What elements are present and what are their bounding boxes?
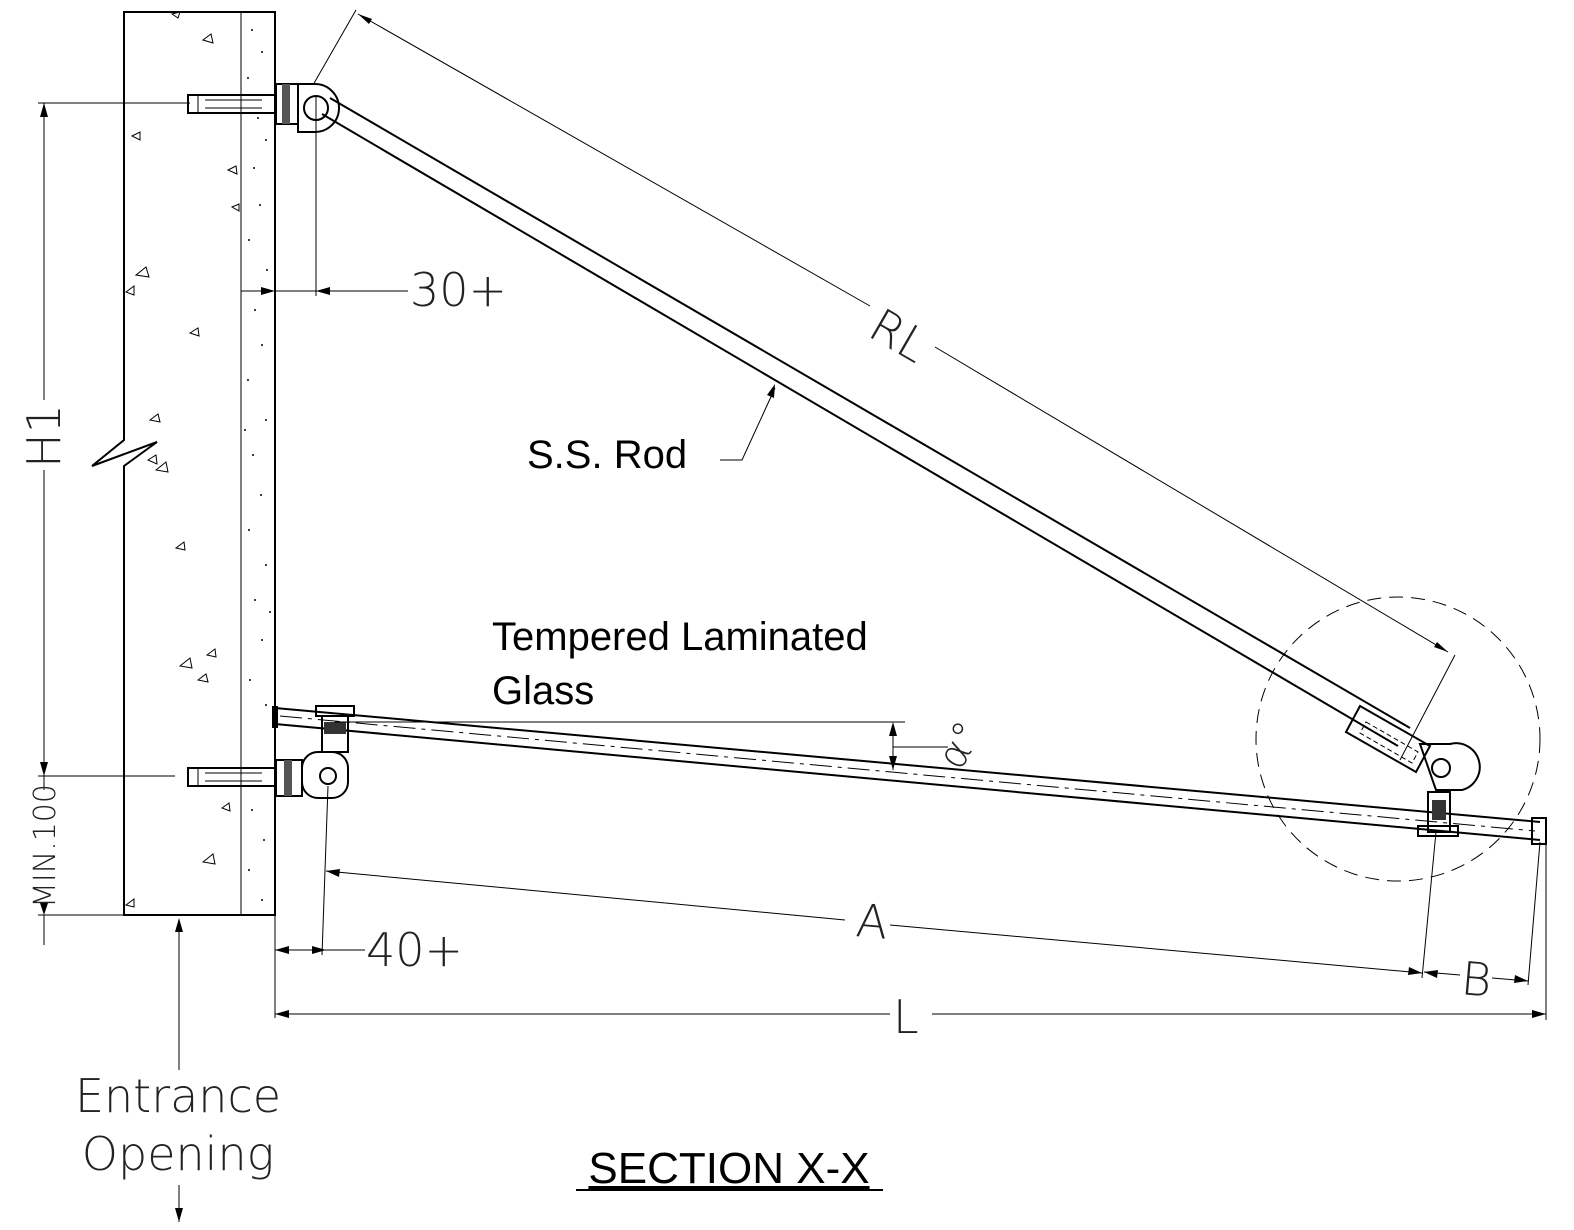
rod-label: S.S. Rod [527,433,687,477]
b-label: B [1459,951,1494,1007]
a-label: A [854,893,890,950]
rl-label: RL [861,298,938,374]
concrete-aggregate [124,11,240,908]
offset-30-label: 30+ [410,263,507,317]
plaster-stipple [244,29,271,901]
entrance-label-line2: Opening [82,1127,274,1181]
ss-rod [321,97,1411,747]
entrance-label-line1: Entrance [75,1069,281,1123]
rod-leader [720,384,776,461]
dimension-angle: α° [335,714,992,777]
bottom-wall-anchor [187,705,355,799]
offset-40-label: 40+ [366,923,463,977]
l-label: L [893,990,919,1044]
dimension-l: L [275,842,1547,1044]
tempered-laminated-glass [272,706,1547,845]
dimension-h1: H1 [17,102,190,777]
h1-label: H1 [17,404,71,468]
entrance-opening-arrows [175,918,183,1222]
dimension-40: 40+ [274,730,463,1018]
glass-label-line1: Tempered Laminated [492,615,868,659]
dimension-a: A [325,831,1437,979]
section-title: SECTION X-X [588,1144,869,1193]
min100-label: MIN.100 [28,784,63,908]
dimension-30: 30+ [241,263,507,317]
top-wall-anchor [187,83,340,296]
dimension-min100: MIN.100 [28,776,124,945]
glass-label-line2: Glass [492,669,594,713]
dimension-rl: RL [312,9,1456,761]
right-rod-fitting [1255,596,1541,882]
concrete-wall [91,11,276,916]
dimension-b: B [1423,841,1541,1008]
